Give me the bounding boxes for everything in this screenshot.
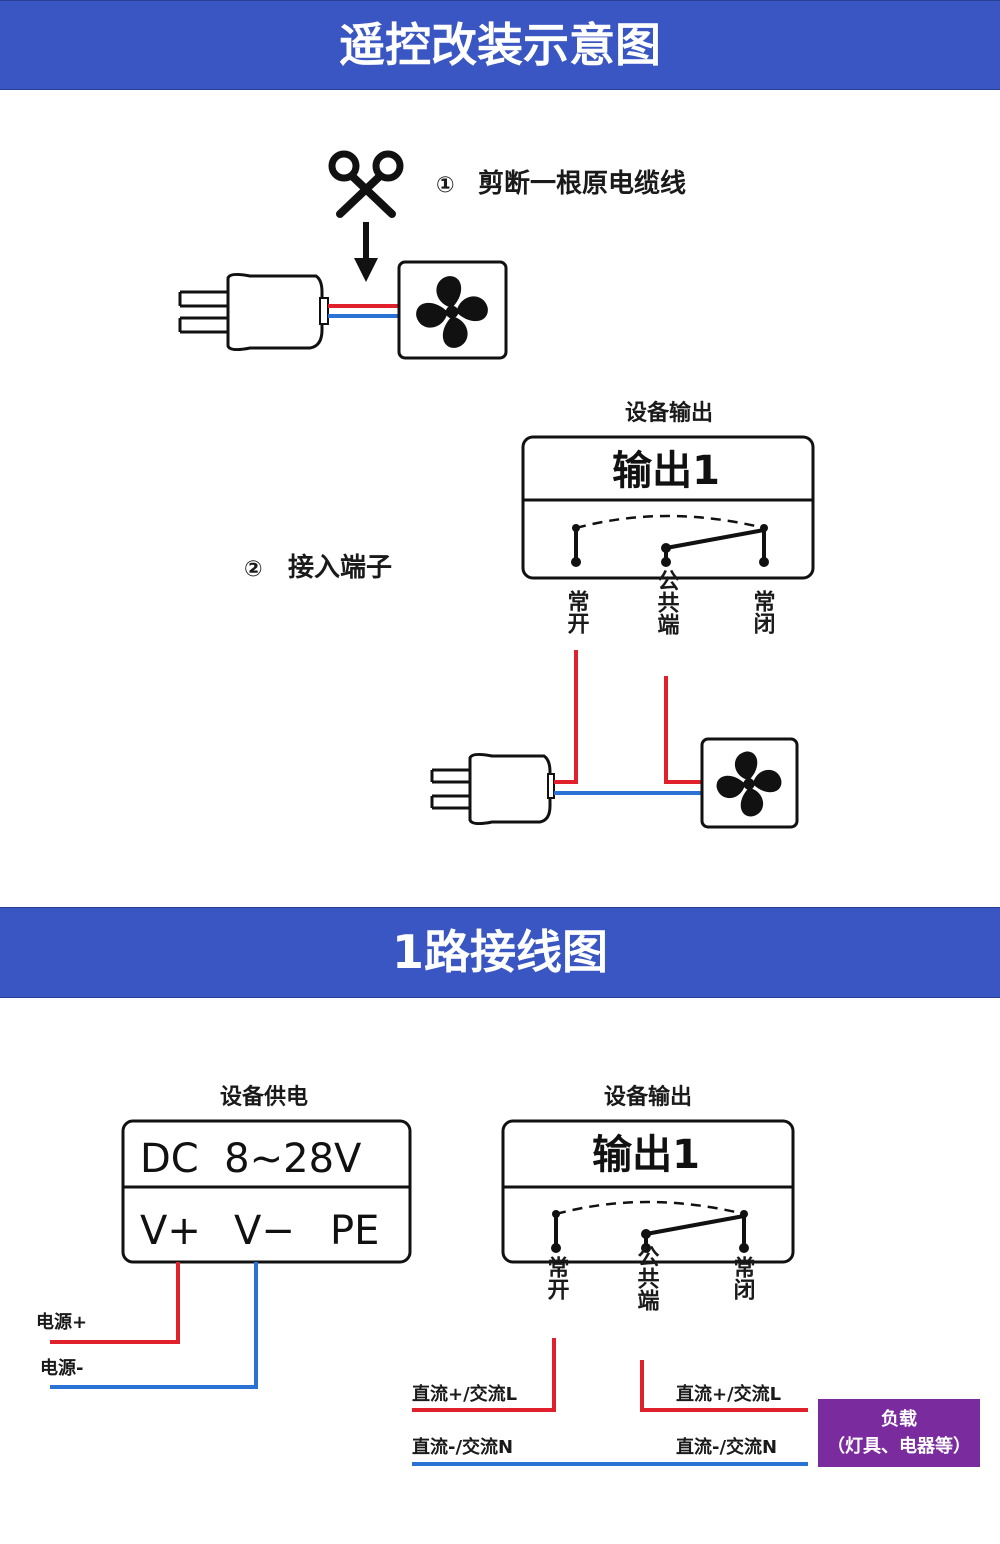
step2-marker: ② xyxy=(244,557,263,582)
load-description: （灯具、电器等） xyxy=(827,1435,971,1457)
power-module: DC 8~28V V+ V− PE xyxy=(121,1119,412,1264)
terminal-normally-open-2: 常开 xyxy=(544,1255,570,1301)
output-module-2-title: 输出1 xyxy=(592,1132,700,1178)
terminal-normally-open: 常开 xyxy=(564,589,590,635)
arrow-down-icon xyxy=(354,222,378,282)
left-neutral-label: 直流-/交流N xyxy=(412,1436,513,1458)
fan-icon xyxy=(397,260,508,360)
power-positive-label: 电源+ xyxy=(36,1311,87,1333)
output-module-caption-2: 设备输出 xyxy=(604,1084,692,1110)
right-live-label: 直流+/交流L xyxy=(676,1383,781,1405)
load-live-wire-left xyxy=(412,1338,556,1412)
live-wire-to-no xyxy=(554,650,578,784)
terminal-pe: PE xyxy=(330,1208,379,1254)
power-positive-wire xyxy=(50,1262,180,1344)
output-module-2: 输出1 xyxy=(501,1119,795,1264)
step1-marker: ① xyxy=(436,173,455,198)
terminal-v-minus: V− xyxy=(234,1208,295,1254)
load-live-wire-right xyxy=(640,1360,808,1412)
power-module-caption: 设备供电 xyxy=(220,1084,308,1110)
right-neutral-label: 直流-/交流N xyxy=(676,1436,777,1458)
left-live-label: 直流+/交流L xyxy=(412,1383,517,1405)
power-module-voltage: DC 8~28V xyxy=(140,1136,362,1182)
scissors-icon xyxy=(328,150,404,218)
terminal-normally-closed-2: 常闭 xyxy=(730,1255,755,1301)
terminal-common: 公共端 xyxy=(654,569,680,635)
step2-label: 接入端子 xyxy=(288,553,392,583)
step1-label: 剪断一根原电缆线 xyxy=(478,168,686,199)
output-module-title: 输出1 xyxy=(612,448,720,494)
live-wire-to-fan xyxy=(664,676,702,784)
terminal-v-plus: V+ xyxy=(140,1208,201,1254)
output-module: 输出1 xyxy=(521,435,815,580)
plug-icon xyxy=(430,752,555,826)
power-negative-label: 电源- xyxy=(40,1357,83,1379)
section-banner-wiring: 1路接线图 xyxy=(0,907,1000,998)
plug-icon xyxy=(178,272,329,352)
section-banner-remote-modification: 遥控改装示意图 xyxy=(0,0,1000,90)
fan-icon xyxy=(700,737,799,829)
power-negative-wire xyxy=(50,1262,258,1389)
load-box: 负载 （灯具、电器等） xyxy=(818,1399,980,1467)
terminal-normally-closed: 常闭 xyxy=(750,589,775,635)
output-module-caption: 设备输出 xyxy=(625,400,713,426)
load-label: 负载 xyxy=(881,1408,917,1430)
terminal-common-2: 公共端 xyxy=(634,1245,660,1311)
